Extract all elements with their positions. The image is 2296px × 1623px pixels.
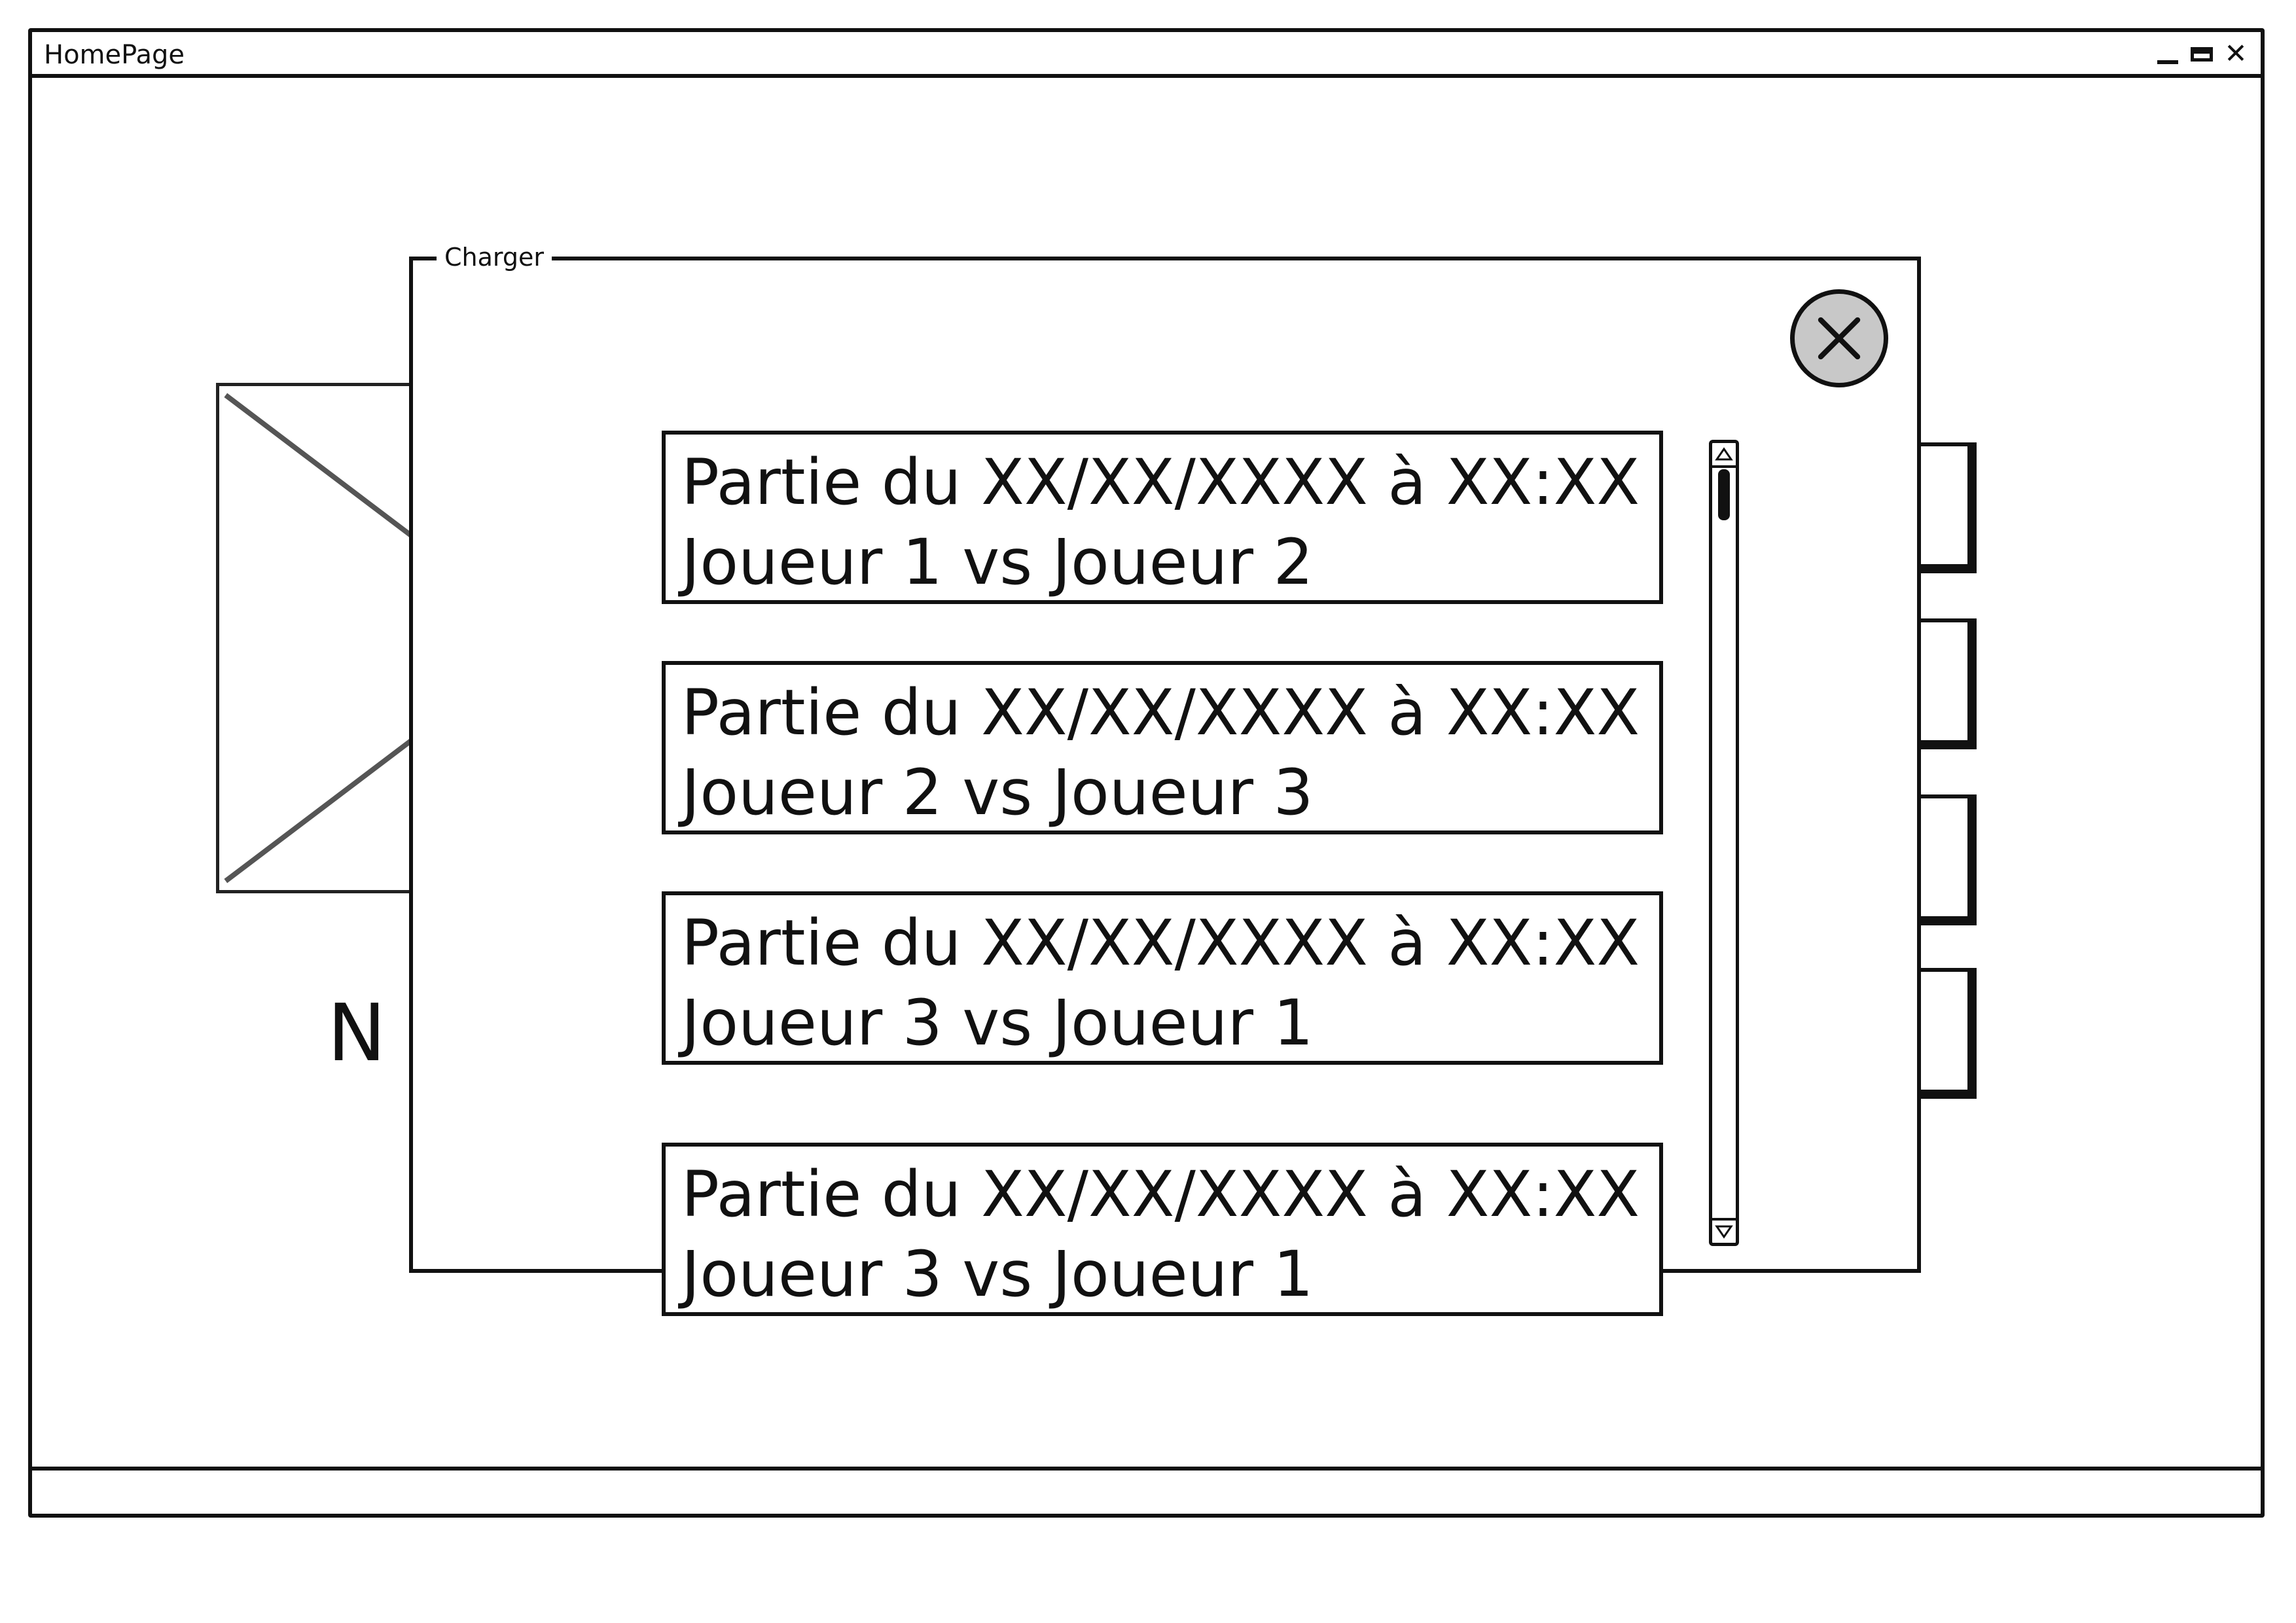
close-circle-icon[interactable] xyxy=(1790,289,1888,387)
save-players: Joueur 3 vs Joueur 1 xyxy=(681,1238,1314,1311)
scroll-thumb[interactable] xyxy=(1718,469,1730,520)
close-icon[interactable]: ✕ xyxy=(2224,37,2248,69)
save-players: Joueur 3 vs Joueur 1 xyxy=(681,986,1314,1060)
save-list-item[interactable]: Partie du XX/XX/XXXX à XX:XX Joueur 2 vs… xyxy=(662,661,1663,834)
background-label: N xyxy=(327,988,386,1079)
dialog-title: Charger xyxy=(437,241,552,274)
window-controls: ✕ xyxy=(2155,37,2249,70)
window-title: HomePage xyxy=(44,40,185,70)
scrollbar[interactable] xyxy=(1709,440,1739,1246)
save-list-item[interactable]: Partie du XX/XX/XXXX à XX:XX Joueur 1 vs… xyxy=(662,431,1663,604)
status-bar xyxy=(32,1467,2261,1514)
scroll-up-arrow-icon[interactable] xyxy=(1712,443,1736,468)
save-date: Partie du XX/XX/XXXX à XX:XX xyxy=(681,1158,1640,1231)
scroll-down-arrow-icon[interactable] xyxy=(1712,1218,1736,1243)
save-date: Partie du XX/XX/XXXX à XX:XX xyxy=(681,676,1640,749)
title-bar: HomePage ✕ xyxy=(32,32,2261,78)
save-list-item[interactable]: Partie du XX/XX/XXXX à XX:XX Joueur 3 vs… xyxy=(662,891,1663,1065)
save-list-item[interactable]: Partie du XX/XX/XXXX à XX:XX Joueur 3 vs… xyxy=(662,1143,1663,1316)
minimize-icon[interactable] xyxy=(2155,41,2181,67)
save-players: Joueur 1 vs Joueur 2 xyxy=(681,526,1314,599)
restore-icon[interactable] xyxy=(2189,41,2215,67)
save-date: Partie du XX/XX/XXXX à XX:XX xyxy=(681,906,1640,980)
saves-list[interactable]: Partie du XX/XX/XXXX à XX:XX Joueur 1 vs… xyxy=(662,431,1670,1316)
load-dialog: Charger Partie du XX/XX/XXXX à XX:XX Jou… xyxy=(409,241,1921,1316)
save-players: Joueur 2 vs Joueur 3 xyxy=(681,756,1314,829)
save-date: Partie du XX/XX/XXXX à XX:XX xyxy=(681,446,1640,519)
